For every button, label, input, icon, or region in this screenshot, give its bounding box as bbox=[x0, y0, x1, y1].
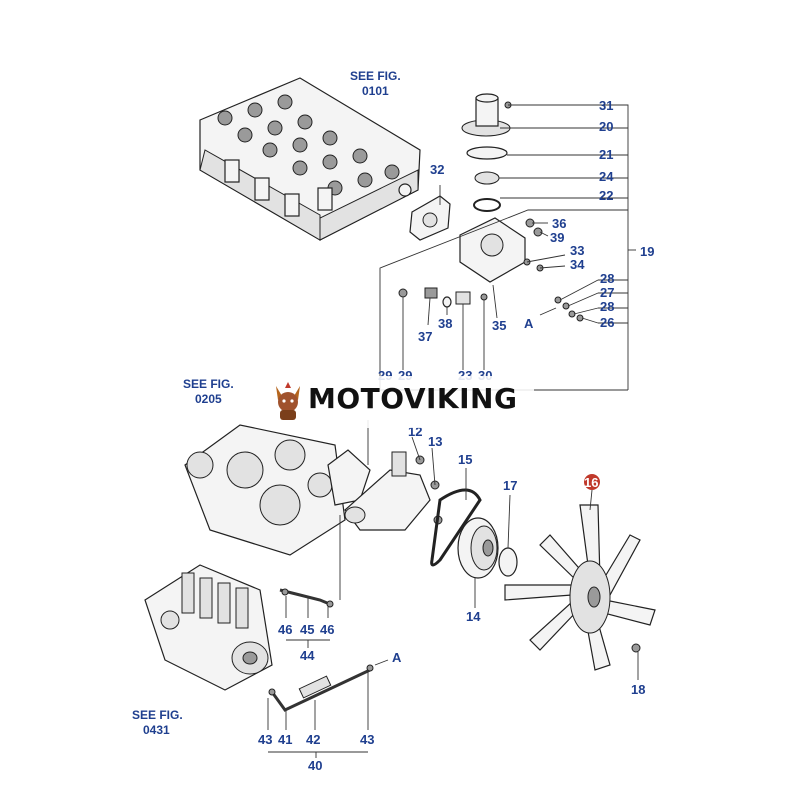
callout-26: 26 bbox=[600, 315, 614, 330]
fuel-pipe-drawing bbox=[268, 664, 374, 712]
callout-18: 18 bbox=[631, 682, 645, 697]
callout-37: 37 bbox=[418, 329, 432, 344]
ref-0205-line2: 0205 bbox=[195, 392, 222, 406]
callout-33: 33 bbox=[570, 243, 584, 258]
hose-drawing bbox=[279, 588, 334, 608]
ref-0101-line2: 0101 bbox=[362, 84, 389, 98]
callout-34: 34 bbox=[570, 257, 585, 272]
ref-0431-line1: SEE FIG. bbox=[132, 708, 183, 722]
pulley-drawing bbox=[457, 517, 518, 579]
figure-references: SEE FIG. 0101 SEE FIG. 0205 SEE FIG. 043… bbox=[132, 69, 401, 737]
callout-19: 19 bbox=[640, 244, 654, 259]
callout-31: 31 bbox=[599, 98, 613, 113]
callout-13: 13 bbox=[428, 434, 442, 449]
callout-a-lower: A bbox=[392, 650, 402, 665]
callout-a-upper: A bbox=[524, 316, 534, 331]
callout-32: 32 bbox=[430, 162, 444, 177]
callout-39: 39 bbox=[550, 230, 564, 245]
fan-belt-drawing bbox=[430, 488, 482, 567]
ref-0205-line1: SEE FIG. bbox=[183, 377, 234, 391]
viking-logo-icon bbox=[276, 382, 300, 420]
thermostat-housing-drawing bbox=[398, 93, 584, 322]
brand-name: MOTOVIKING bbox=[308, 382, 518, 415]
callout-43-left: 43 bbox=[258, 732, 272, 747]
callout-45: 45 bbox=[300, 622, 314, 637]
callout-46-left: 46 bbox=[278, 622, 292, 637]
gasket-32-drawing bbox=[409, 195, 451, 241]
callout-43-right: 43 bbox=[360, 732, 374, 747]
callout-28-upper: 28 bbox=[600, 271, 614, 286]
callout-28-lower: 28 bbox=[600, 299, 614, 314]
callout-35: 35 bbox=[492, 318, 506, 333]
callout-42: 42 bbox=[306, 732, 320, 747]
callout-21: 21 bbox=[599, 147, 613, 162]
callout-22: 22 bbox=[599, 188, 613, 203]
callout-16: 16 bbox=[584, 475, 598, 490]
callout-41: 41 bbox=[278, 732, 292, 747]
callout-40: 40 bbox=[308, 758, 322, 773]
timing-case-drawing bbox=[184, 424, 371, 556]
callout-38: 38 bbox=[438, 316, 452, 331]
callout-16-marker bbox=[584, 474, 600, 490]
callout-36: 36 bbox=[552, 216, 566, 231]
injection-pump-drawing bbox=[144, 564, 273, 691]
callout-15: 15 bbox=[458, 452, 472, 467]
cooling-fan-drawing bbox=[504, 504, 656, 671]
callout-14: 14 bbox=[466, 609, 481, 624]
water-pump-drawing bbox=[344, 451, 443, 531]
brand-watermark: MOTOVIKING bbox=[262, 376, 534, 428]
callout-44: 44 bbox=[300, 648, 315, 663]
callout-17: 17 bbox=[503, 478, 517, 493]
callout-46-right: 46 bbox=[320, 622, 334, 637]
callout-27: 27 bbox=[600, 285, 614, 300]
ref-0431-line2: 0431 bbox=[143, 723, 170, 737]
cylinder-head-drawing bbox=[199, 77, 421, 241]
ref-0101-line1: SEE FIG. bbox=[350, 69, 401, 83]
callout-24: 24 bbox=[599, 169, 614, 184]
callout-20: 20 bbox=[599, 119, 613, 134]
